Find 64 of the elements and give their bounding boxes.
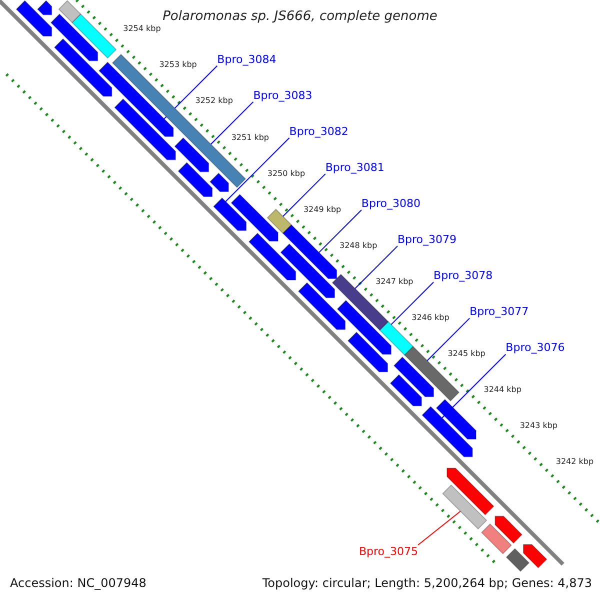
gene-feature [72,14,117,59]
gene-feature [390,374,422,406]
gene-feature [379,321,414,356]
leader-line [164,65,218,120]
gene-feature [213,197,247,231]
accession-text: Accession: NC_007948 [10,576,146,590]
scale-tick-label: 3252 kbp [195,96,233,106]
gene-label: Bpro_3081 [325,160,384,174]
gene-feature [280,243,335,298]
gene-label: Bpro_3076 [506,341,565,354]
gene-label: Bpro_3084 [217,52,276,66]
leader-line [282,173,326,217]
leader-line [442,354,506,418]
gene-feature [230,194,278,242]
gene-feature [298,282,346,330]
scale-tick-label: 3251 kbp [231,132,270,142]
gene-feature [481,523,512,554]
gene-label: Bpro_3082 [289,124,348,138]
gene-feature [422,406,473,458]
gene-feature [50,14,98,62]
gene-feature [494,516,522,544]
scale-tick-label: 3243 kbp [520,421,558,431]
leader-line [426,318,470,362]
gene-label: Bpro_3079 [397,232,457,246]
scale-tick-label: 3249 kbp [303,204,342,214]
scale-tick-label: 3244 kbp [484,384,522,395]
scale-tick-label: 3248 kbp [340,240,378,250]
leader-line [225,137,290,202]
scale-tick-label: 3253 kbp [159,60,197,70]
genome-summary-text: Topology: circular; Length: 5,200,264 bp; Genes: 4,873 [262,576,592,590]
scale-tick-label: 3254 kbp [123,24,161,34]
leader-line [418,510,461,546]
scale-tick-label: 3242 kbp [556,457,594,467]
leader-line [390,282,434,326]
gene-feature [336,300,392,355]
leader-line [318,210,362,253]
scale-tick-label: 3247 kbp [376,276,414,286]
gene-feature [54,38,112,97]
gene-feature [58,0,82,24]
gene-label: Bpro_3078 [434,268,493,282]
scale-tick-label: 3245 kbp [448,348,486,359]
gene-feature [114,98,176,160]
gene-feature [248,232,296,280]
gene-feature [210,172,229,192]
gene-label: Bpro_3075 [358,545,418,558]
leader-line [210,101,254,145]
gene-feature [442,484,488,530]
scale-tick-label: 3250 kbp [267,168,306,178]
gene-feature [436,398,476,440]
leader-line [354,246,398,289]
gene-label: Bpro_3083 [253,88,312,102]
gene-feature [37,0,52,16]
gene-feature [523,544,548,568]
scale-tick-label: 3246 kbp [412,312,450,322]
diagram-title: Polaromonas sp. JS666, complete genome [162,9,438,25]
gene-label: Bpro_3077 [470,305,529,318]
gene-feature [174,137,210,172]
gene-feature [347,332,388,372]
gene-feature [282,224,338,279]
gene-feature [446,468,494,516]
gene-label: Bpro_3080 [361,196,420,210]
gene-feature [393,356,434,398]
gene-feature [16,0,52,36]
gene-feature [506,548,530,572]
